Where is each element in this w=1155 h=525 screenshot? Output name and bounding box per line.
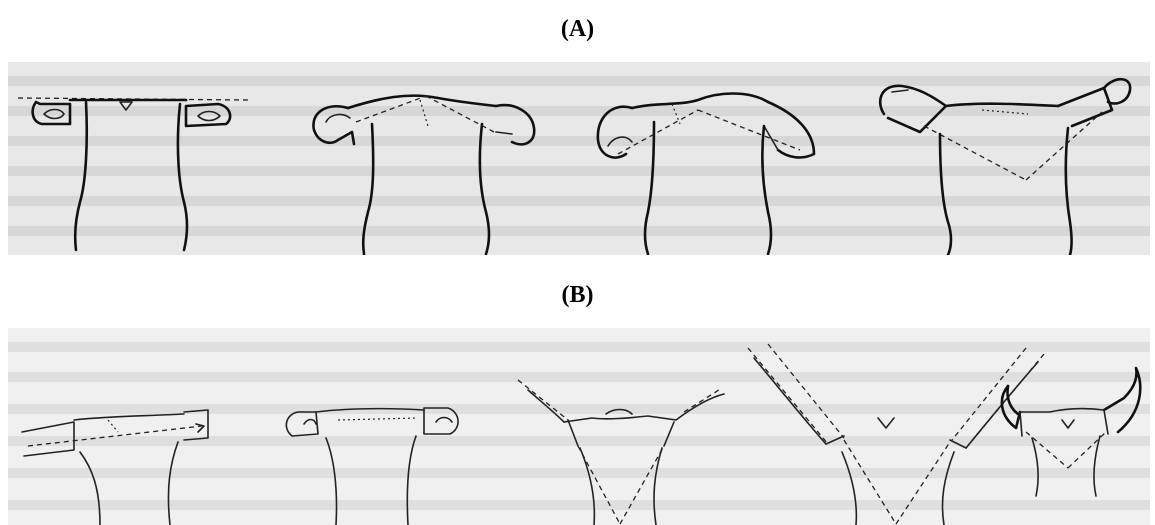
panel-a-label: (A) [0, 16, 1155, 43]
panel-a [8, 62, 1150, 255]
panel-b-drawing [8, 328, 1150, 525]
bleed-through-texture [8, 342, 1150, 510]
panel-b-label: (B) [0, 282, 1155, 309]
panel-a-drawing [8, 62, 1150, 255]
horn-sketch-b4 [748, 344, 1044, 525]
panel-b [8, 328, 1150, 525]
